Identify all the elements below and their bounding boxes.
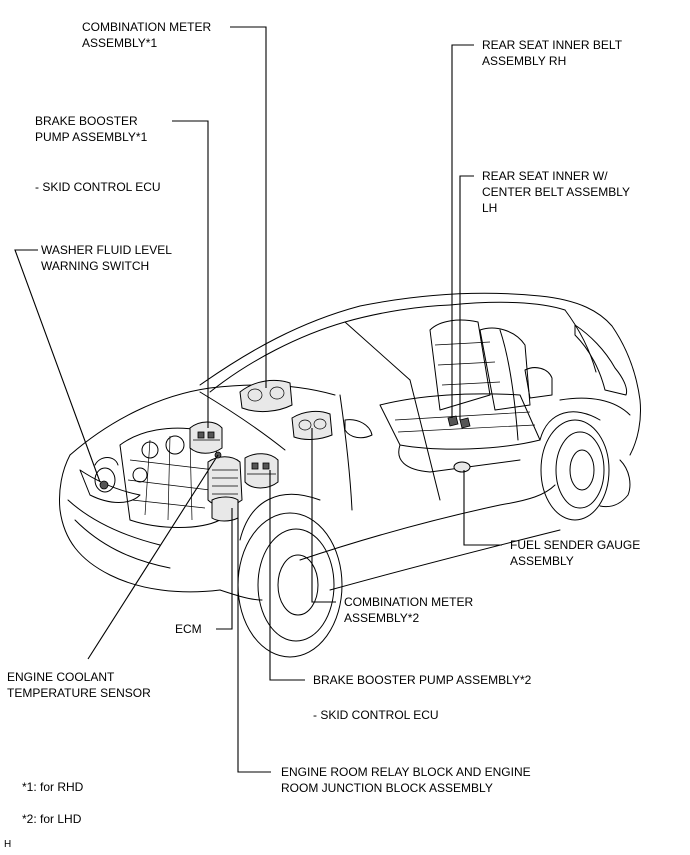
label-ecm: ECM [175, 622, 202, 636]
label-skid-control-ecu-lhd: - SKID CONTROL ECU [313, 708, 439, 722]
rear-wheel [539, 411, 610, 521]
rear-seat-belts [447, 415, 471, 429]
corner-mark: H [4, 839, 12, 850]
label-rear-seat-belt-rh: REAR SEAT INNER BELT ASSEMBLY RH [482, 38, 623, 68]
engine-bay [94, 427, 231, 528]
note-lhd: *2: for LHD [22, 812, 82, 826]
ecm-unit [211, 496, 239, 522]
label-brake-booster-rhd: BRAKE BOOSTER PUMP ASSEMBLY*1 [35, 114, 148, 144]
label-engine-room-relay-block: ENGINE ROOM RELAY BLOCK AND ENGINE ROOM … [281, 765, 531, 795]
rear-seats [379, 319, 553, 473]
brake-booster-pump-lhd [244, 453, 279, 489]
label-skid-control-ecu-rhd: - SKID CONTROL ECU [35, 180, 161, 194]
label-combination-meter-lhd: COMBINATION METER ASSEMBLY*2 [344, 595, 474, 625]
label-engine-coolant-sensor: ENGINE COOLANT TEMPERATURE SENSOR [7, 670, 151, 700]
combination-meter-rhd [239, 379, 293, 413]
fuel-sender-gauge [453, 461, 471, 473]
brake-booster-pump-rhd [189, 421, 223, 454]
washer-fluid-switch [99, 480, 109, 490]
label-combination-meter-rhd: COMBINATION METER ASSEMBLY*1 [82, 20, 212, 50]
note-rhd: *1: for RHD [22, 780, 84, 794]
combination-meter-lhd [291, 410, 333, 440]
front-wheel [237, 493, 343, 658]
label-rear-seat-belt-lh: REAR SEAT INNER W/ CENTER BELT ASSEMBLY … [482, 169, 631, 215]
label-brake-booster-lhd: BRAKE BOOSTER PUMP ASSEMBLY*2 [313, 673, 532, 687]
label-washer-fluid-switch: WASHER FLUID LEVEL WARNING SWITCH [41, 243, 172, 273]
label-fuel-sender-gauge: FUEL SENDER GAUGE ASSEMBLY [510, 538, 641, 568]
leader-lines [14, 26, 502, 773]
